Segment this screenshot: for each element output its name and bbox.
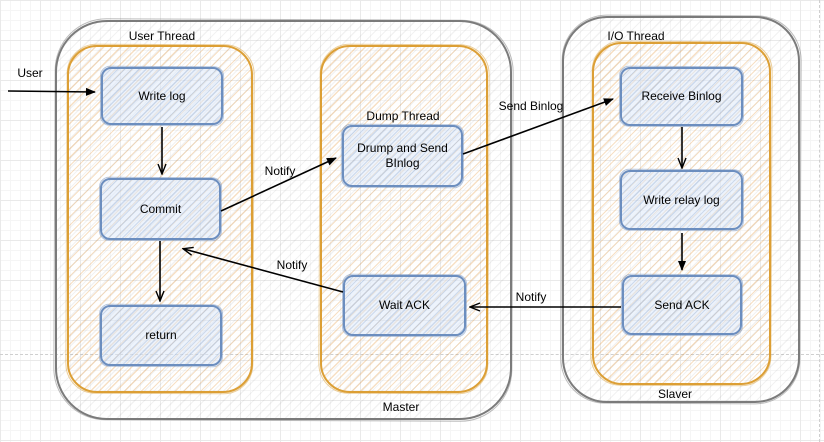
node-receive-binlog[interactable]: Receive Binlog: [620, 67, 743, 126]
node-commit-label: Commit: [139, 201, 182, 216]
node-commit[interactable]: Commit: [100, 178, 221, 240]
container-slaver-label: Slaver: [657, 387, 692, 401]
container-dump-thread-label: Dump Thread: [366, 109, 440, 123]
container-dump-thread[interactable]: [320, 45, 488, 393]
node-receive-binlog-label: Receive Binlog: [641, 89, 722, 103]
container-master-label: Master: [382, 400, 420, 414]
node-write-log[interactable]: Write log: [101, 67, 223, 125]
node-return-label: return: [145, 328, 177, 342]
page-break-vertical: [819, 0, 820, 442]
node-dump-send-binlog[interactable]: Drump and Send BInlog: [342, 125, 463, 187]
node-send-ack-label: Send ACK: [654, 297, 710, 312]
container-io-thread-label: I/O Thread: [607, 29, 665, 43]
node-return[interactable]: return: [100, 305, 222, 366]
container-user-thread-label: User Thread: [128, 29, 196, 43]
edge-label-notify-waitack-to-commit: Notify: [276, 258, 308, 272]
node-wait-ack-label: Wait ACK: [379, 298, 430, 312]
node-write-relay-log[interactable]: Write relay log: [620, 170, 743, 230]
edge-label-user: User: [17, 66, 43, 80]
edge-label-notify-commit-to-dump: Notify: [264, 164, 296, 178]
node-dump-send-binlog-label: Drump and Send BInlog: [357, 141, 448, 170]
node-wait-ack[interactable]: Wait ACK: [343, 275, 466, 336]
node-write-relay-log-label: Write relay log: [643, 192, 720, 207]
node-send-ack[interactable]: Send ACK: [622, 275, 742, 335]
edge-label-send-binlog: Send Binlog: [498, 99, 564, 113]
edge-label-notify-sendack-to-waitack: Notify: [515, 290, 547, 304]
node-write-log-label: Write log: [138, 88, 186, 103]
